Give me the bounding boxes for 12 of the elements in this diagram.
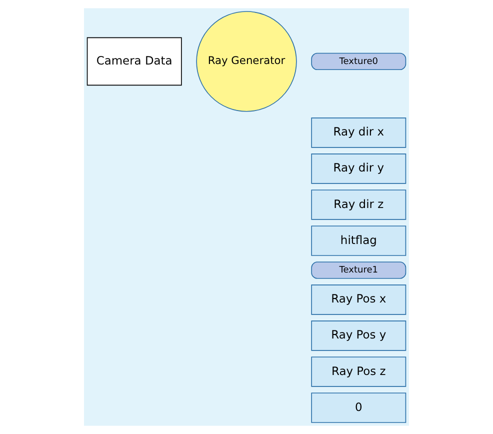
- node-box: Camera Data: [86, 37, 182, 86]
- node-box: 0: [311, 392, 406, 423]
- node-box: Ray dir y: [311, 154, 406, 184]
- node-box: Ray Pos z: [311, 356, 406, 387]
- node-box: Texture0: [311, 52, 406, 70]
- node-box: Ray dir x: [311, 118, 406, 148]
- node-circle: Ray Generator: [196, 11, 297, 112]
- node-box: hitflag: [311, 226, 406, 256]
- node-box: Ray Pos x: [311, 284, 406, 315]
- node-box: Texture1: [311, 262, 406, 279]
- node-box: Ray Pos y: [311, 320, 406, 351]
- node-box: Ray dir z: [311, 190, 406, 220]
